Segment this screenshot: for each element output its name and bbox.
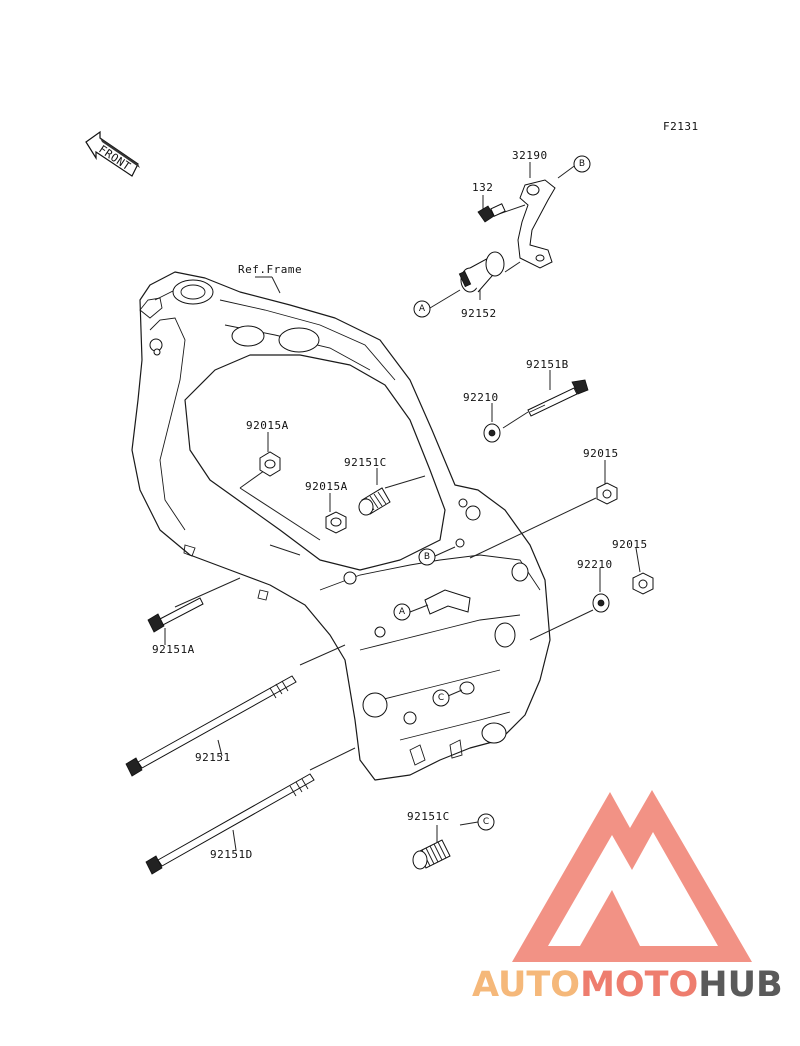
front-arrow-icon: FRONT (85, 130, 140, 177)
part-label-92151: 92151 (195, 751, 231, 764)
ref-circle-c-frame: C (432, 689, 450, 707)
part-label-92152: 92152 (461, 307, 497, 320)
leader-lines (164, 162, 641, 851)
svg-text:C: C (483, 817, 489, 827)
nut-92015A-upper (259, 451, 281, 477)
svg-text:C: C (438, 693, 444, 703)
svg-text:B: B (424, 552, 430, 562)
bolt-92151D (145, 773, 315, 875)
part-label-92151C-lower: 92151C (407, 810, 450, 823)
nut-92015-upper (596, 482, 618, 505)
part-label-92151A: 92151A (152, 643, 195, 656)
watermark-auto: AUTO (472, 965, 580, 1005)
watermark-moto: MOTO (580, 965, 698, 1005)
ref-circle-b-frame: B (418, 548, 436, 566)
part-label-92151B: 92151B (526, 358, 569, 371)
diagram-code: F2131 (663, 120, 699, 133)
part-label-92015-upper: 92015 (583, 447, 619, 460)
svg-text:A: A (399, 607, 406, 617)
ref-circle-a-top: A (413, 300, 431, 318)
part-label-92015A-lower: 92015A (305, 480, 348, 493)
watermark-logo-icon (512, 790, 752, 962)
automotohub-watermark: AUTOMOTOHUB (472, 790, 783, 1005)
adjuster-92151C-upper (358, 487, 391, 516)
bolt-92151A (147, 597, 204, 633)
bolt-92151 (125, 675, 297, 777)
spacer-92210-lower (592, 593, 610, 613)
svg-text:B: B (579, 159, 585, 169)
watermark-hub: HUB (698, 965, 782, 1005)
part-label-92210-lower: 92210 (577, 558, 613, 571)
part-label-92210-upper: 92210 (463, 391, 499, 404)
collar-92152 (458, 251, 505, 293)
bolt-92151B (527, 379, 589, 417)
frame-ref-label: Ref.Frame (238, 263, 302, 276)
svg-text:AUTOMOTOHUB: AUTOMOTOHUB (472, 965, 783, 1005)
bolt-132 (477, 203, 506, 223)
ref-circle-a-frame: A (393, 603, 411, 621)
part-label-92015A-upper: 92015A (246, 419, 289, 432)
nut-92015-lower (632, 572, 654, 595)
svg-text:A: A (419, 304, 426, 314)
part-label-132: 132 (472, 181, 493, 194)
part-label-32190: 32190 (512, 149, 548, 162)
part-label-92151D: 92151D (210, 848, 253, 861)
adjuster-92151C-lower (412, 839, 451, 870)
front-label: FRONT (96, 143, 133, 174)
ref-circle-b-top: B (573, 155, 591, 173)
spacer-92210-upper (483, 423, 501, 443)
nut-92015A-lower (325, 511, 347, 534)
engine-mount-bracket-32190 (517, 179, 556, 269)
part-label-92015-lower: 92015 (612, 538, 648, 551)
part-label-92151C-upper: 92151C (344, 456, 387, 469)
ref-circle-c-bottom: C (477, 813, 495, 831)
